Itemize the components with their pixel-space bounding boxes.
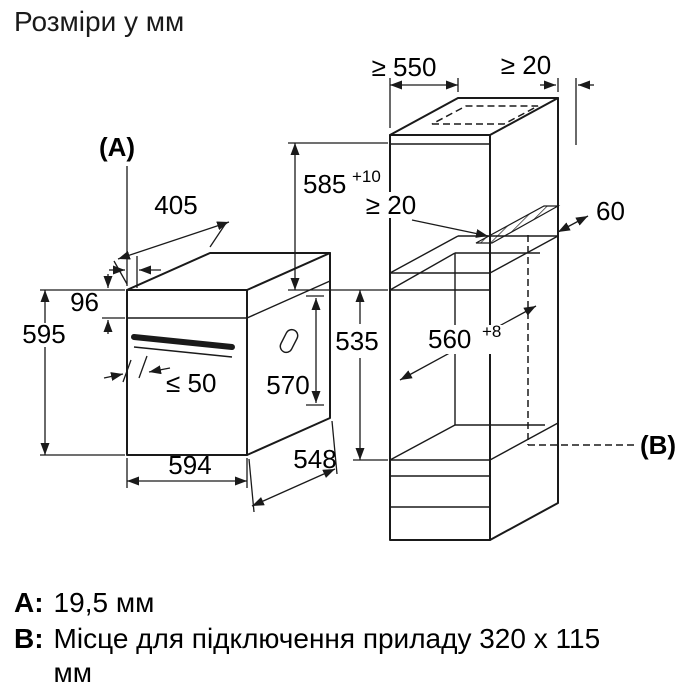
oven-outline <box>126 252 331 456</box>
legend-value-b: Місце для підключення приладу 320 x 115 … <box>53 623 601 688</box>
dim-top-depth-lines <box>113 221 230 285</box>
legend: A: 19,5 мм B: Місце для підключення прил… <box>14 586 614 692</box>
cabinet-drawing: (B) ≥ 550 ≥ 20 585 + <box>288 50 676 541</box>
dim-min-depth-lines <box>389 78 459 128</box>
dim-depth: 548 <box>293 444 336 474</box>
dim-height-lines <box>40 290 125 456</box>
dim-top-rear-gap-lines <box>540 78 594 145</box>
cabinet-outline <box>389 97 559 541</box>
dim-min-depth: ≥ 550 <box>372 52 437 82</box>
dim-vent-line <box>557 215 589 233</box>
legend-key-b: B: <box>14 623 44 654</box>
vent-hatch-area <box>475 205 561 244</box>
connection-area-dashed <box>527 235 634 446</box>
dim-lower-opening-height: 535 <box>335 326 378 356</box>
dim-niche-depth: 560 <box>428 324 471 354</box>
top-cutout-dashed <box>431 105 539 125</box>
oven-handle <box>131 334 235 358</box>
oven-drawing: (A) 405 96 595 <box>22 132 338 513</box>
dim-width: 594 <box>168 450 211 480</box>
dim-top-rear-gap: ≥ 20 <box>501 50 551 80</box>
dim-door-lines <box>306 295 324 406</box>
dim-niche-height: 585 <box>303 169 346 199</box>
legend-row-b: B: Місце для підключення приладу 320 x 1… <box>14 622 614 690</box>
dim-rear-gap-lines <box>360 192 489 238</box>
dim-handle-clearance: ≤ 50 <box>166 368 216 398</box>
dim-rear-gap: ≥ 20 <box>366 190 416 220</box>
dimension-diagram: (A) 405 96 595 <box>22 50 676 541</box>
oven-side-cutout <box>279 328 299 354</box>
dim-height: 595 <box>22 319 65 349</box>
dim-vent: 60 <box>596 196 625 226</box>
legend-row-a: A: 19,5 мм <box>14 586 614 620</box>
dim-panel-height: 96 <box>70 287 99 317</box>
dim-door: 570 <box>266 370 309 400</box>
dim-handle-clearance-lines <box>103 355 171 383</box>
page-title: Розміри у мм <box>14 6 185 37</box>
dim-niche-height-tolerance: +10 <box>352 167 381 186</box>
legend-value-a: 19,5 мм <box>53 587 155 618</box>
dim-width-lines <box>126 458 248 488</box>
oven-label-a: (A) <box>99 132 135 162</box>
cabinet-label-b: (B) <box>640 430 676 460</box>
dim-top-depth: 405 <box>154 190 197 220</box>
dim-niche-height-lines <box>288 142 388 291</box>
dim-niche-depth-lines <box>399 305 537 381</box>
legend-key-a: A: <box>14 587 44 618</box>
dim-lower-opening-lines <box>353 290 388 461</box>
dim-depth-lines <box>248 420 338 513</box>
dim-a-lines <box>109 166 161 288</box>
dim-niche-depth-tolerance: +8 <box>482 322 501 341</box>
dim-panel-height-lines <box>40 274 125 334</box>
